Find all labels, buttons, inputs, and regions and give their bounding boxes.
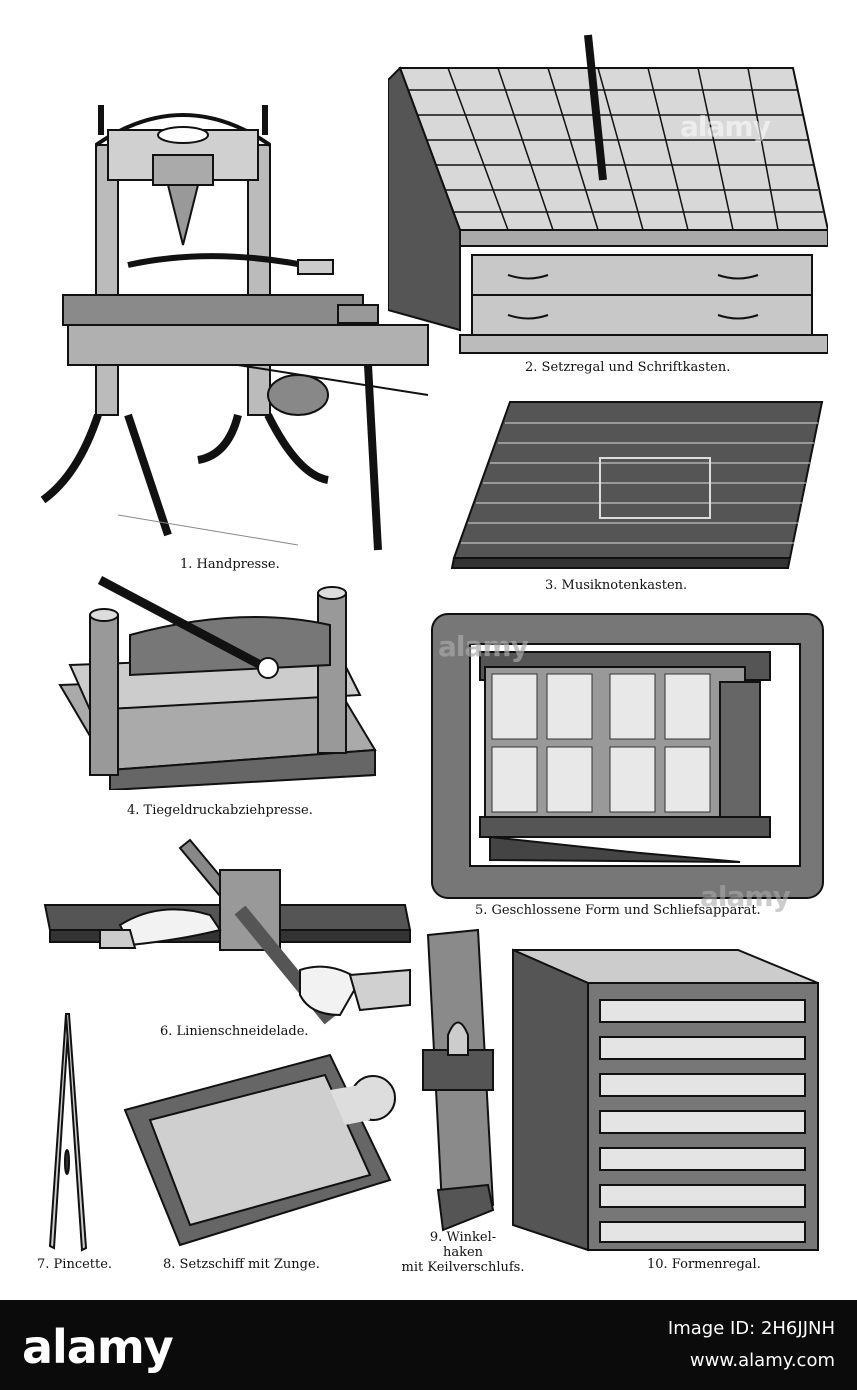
handpresse-illustration (40, 105, 429, 551)
linienschneidelade-illustration (43, 838, 412, 1025)
watermark-1: alamy (680, 110, 771, 143)
watermark-3: alamy (700, 880, 791, 913)
setzregal-illustration (388, 34, 828, 354)
engraving-plate: 1. Handpresse. 2. Setzregal und Schrif (37, 34, 828, 1275)
footer-bar: alamy Image ID: 2H6JJNH www.alamy.com (0, 1300, 857, 1390)
site-url[interactable]: www.alamy.com (689, 1350, 835, 1371)
caption-formenregal: 10. Formenregal. (647, 1257, 761, 1272)
pincette-illustration (48, 1013, 88, 1252)
image-id: Image ID: 2H6JJNH (667, 1318, 835, 1339)
winkelhaken-illustration (422, 928, 495, 1232)
alamy-logo: alamy (22, 1320, 174, 1374)
caption-setzregal: 2. Setzregal und Schriftkasten. (525, 360, 731, 375)
tiegeldruck-illustration (58, 576, 377, 790)
formenregal-illustration (512, 948, 819, 1252)
caption-winkelhaken: 9. Winkel- haken mit Keilverschlufs. (401, 1230, 525, 1275)
caption-tiegeldruck: 4. Tiegeldruckabziehpresse. (127, 803, 313, 818)
watermark-2: alamy (438, 630, 529, 663)
musiknotenkasten-illustration (450, 401, 824, 569)
caption-musiknotenkasten: 3. Musiknotenkasten. (545, 578, 688, 593)
caption-pincette: 7. Pincette. (37, 1257, 113, 1272)
caption-geschlossene-form: 5. Geschlossene Form und Schliefsapparat… (475, 903, 761, 918)
caption-setzschiff: 8. Setzschiff mit Zunge. (163, 1257, 320, 1272)
caption-linienschneidelade: 6. Linienschneidelade. (160, 1024, 309, 1039)
setzschiff-illustration (123, 1053, 396, 1247)
caption-handpresse: 1. Handpresse. (180, 557, 280, 572)
geschlossene-form-illustration (431, 613, 824, 899)
